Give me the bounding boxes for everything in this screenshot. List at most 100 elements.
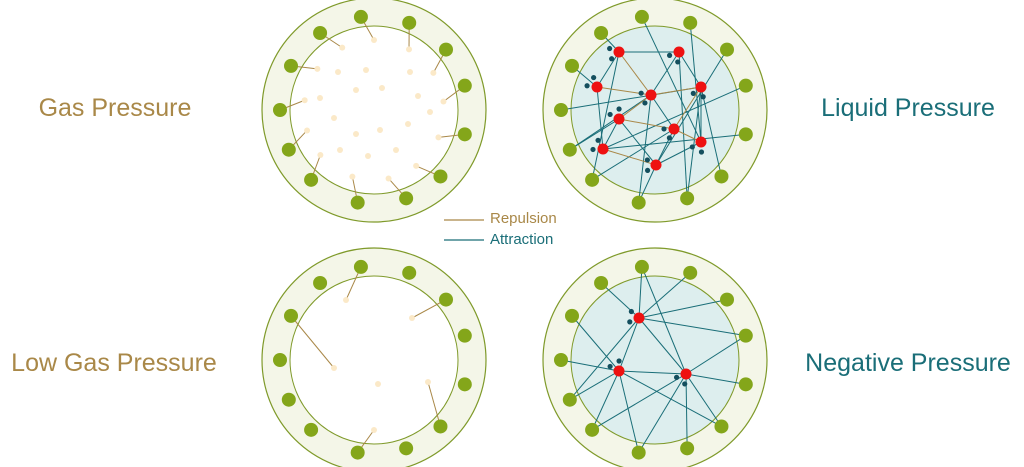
attraction-line: [686, 86, 702, 199]
wall-molecule: [399, 191, 414, 206]
repulsion-line: [618, 94, 652, 120]
wall-molecule: [631, 445, 646, 460]
attraction-line: [655, 128, 675, 166]
gas-molecule: [371, 427, 377, 433]
wall-molecule: [585, 172, 600, 187]
gas-molecule: [435, 134, 442, 141]
hydrogen-atom: [628, 308, 634, 315]
hydrogen-atom: [666, 52, 673, 58]
inner-ring: [570, 275, 740, 445]
liquid-molecule: [673, 46, 685, 58]
gas-molecule: [339, 44, 346, 51]
attraction-line: [618, 118, 657, 166]
liquid-molecule: [680, 368, 692, 380]
gas-molecule: [331, 365, 337, 371]
attraction-line: [685, 335, 747, 375]
attraction-line: [618, 370, 687, 375]
hydrogen-atom: [644, 157, 650, 163]
hydrogen-atom: [638, 90, 644, 96]
hydrogen-atom: [675, 59, 681, 65]
wall-molecule: [680, 441, 695, 456]
wall-molecule: [353, 9, 368, 24]
hydrogen-atom: [616, 106, 622, 112]
gas-molecule: [301, 97, 308, 104]
gas-molecule: [349, 173, 356, 180]
wall-molecule: [634, 9, 649, 24]
wall-molecule: [281, 142, 296, 157]
wall-molecule: [350, 195, 365, 210]
wall-molecule: [720, 42, 735, 57]
gas-molecule: [405, 121, 411, 127]
hydrogen-atom: [590, 146, 596, 153]
hydrogen-atom: [584, 83, 590, 89]
hydrogen-atom: [673, 374, 680, 380]
gas-molecule: [413, 162, 420, 169]
gas-molecule: [353, 131, 359, 137]
gas-pressure-title: Gas Pressure: [39, 94, 192, 122]
wall-molecule: [457, 127, 472, 142]
wall-molecule: [554, 353, 568, 367]
attraction-line: [602, 85, 746, 150]
wall-molecule: [273, 353, 287, 367]
gas-molecule: [427, 109, 433, 115]
gas-molecule: [440, 98, 447, 105]
hydrogen-atom: [644, 167, 651, 174]
attraction-line: [618, 370, 640, 453]
liquid-molecule: [613, 46, 625, 58]
attraction-line: [641, 16, 702, 143]
wall-molecule: [281, 392, 296, 407]
wall-molecule: [631, 195, 646, 210]
gas-molecule: [379, 85, 385, 91]
attraction-line: [655, 49, 728, 166]
attraction-line: [569, 370, 620, 401]
gas-molecule: [371, 37, 377, 43]
wall-molecule: [738, 127, 753, 142]
wall-molecule: [402, 15, 417, 30]
liquid-molecule: [591, 81, 603, 93]
wall-molecule: [439, 292, 454, 307]
wall-molecule: [457, 328, 472, 343]
gas-molecule: [363, 67, 369, 73]
repulsion-line: [618, 51, 652, 96]
attraction-line: [689, 22, 702, 143]
attraction-line: [602, 133, 746, 150]
liquid-molecule: [668, 123, 680, 135]
gas-molecule: [385, 175, 392, 182]
wall-molecule: [594, 275, 609, 290]
wall-molecule: [562, 392, 577, 407]
hydrogen-atom: [698, 149, 705, 155]
wall-molecule: [284, 308, 299, 323]
gas-molecule: [406, 46, 412, 53]
liquid-molecule: [613, 365, 625, 377]
attraction-line: [685, 373, 722, 427]
attraction-line: [591, 51, 620, 180]
wall-molecule: [714, 169, 729, 184]
liquid-molecule: [695, 81, 707, 93]
wall-molecule: [680, 191, 695, 206]
hydrogen-atom: [607, 363, 613, 370]
liquid-molecule: [645, 89, 657, 101]
attraction-line: [638, 317, 687, 375]
negative-pressure-panel: [542, 247, 768, 467]
liquid-pressure-panel: [542, 0, 768, 223]
gas-molecule: [393, 147, 399, 153]
wall-molecule: [313, 275, 328, 290]
hydrogen-atom: [616, 358, 622, 364]
gas-molecule: [409, 315, 415, 321]
wall-molecule: [683, 265, 698, 280]
attraction-line: [700, 86, 722, 177]
hydrogen-atom: [700, 94, 706, 100]
wall-molecule: [433, 169, 448, 184]
attraction-line: [678, 51, 688, 199]
hydrogen-atom: [607, 111, 613, 118]
hydrogen-atom: [661, 126, 667, 132]
wall-molecule: [439, 42, 454, 57]
attraction-line: [638, 94, 652, 203]
gas-molecule: [353, 87, 359, 93]
attraction-line: [591, 373, 687, 431]
attraction-line: [678, 51, 702, 88]
hydrogen-atom: [690, 90, 696, 96]
wall-molecule: [313, 25, 328, 40]
wall-molecule: [585, 422, 600, 437]
